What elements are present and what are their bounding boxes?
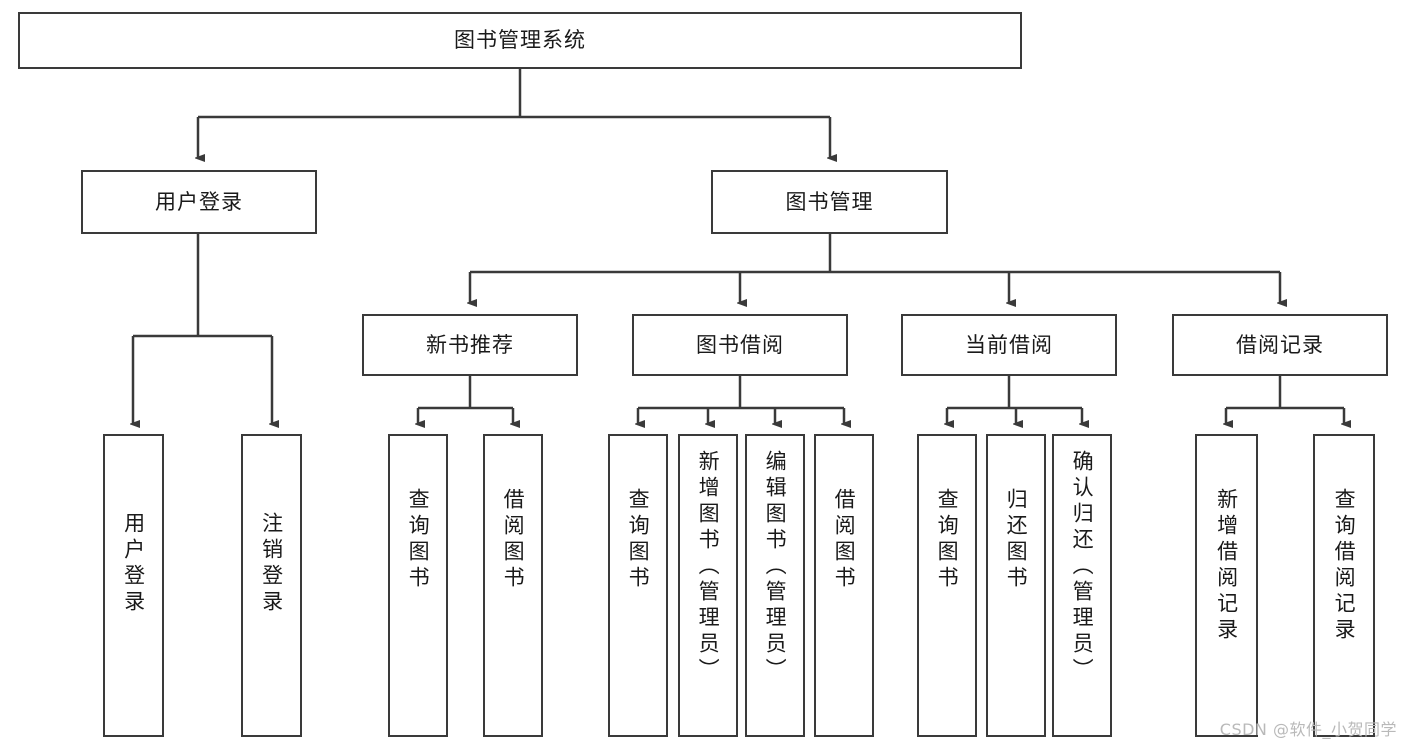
leaf-book-borrow-edit[interactable]: 编辑图书（管理员） [745,434,805,737]
node-label: 查询图书 [626,488,651,592]
leaf-user-login-logout[interactable]: 注销登录 [241,434,302,737]
node-label: 编辑图书（管理员） [763,450,788,684]
node-label: 确认归还（管理员） [1070,450,1095,684]
node-label: 图书借阅 [696,332,784,357]
node-root-system[interactable]: 图书管理系统 [18,12,1022,69]
node-label: 图书管理 [785,189,874,214]
node-label: 图书管理系统 [454,28,586,53]
node-label: 借阅图书 [501,488,526,592]
node-label: 归还图书 [1004,488,1029,592]
node-label: 查询图书 [935,488,960,592]
node-new-book-recommend[interactable]: 新书推荐 [362,314,578,376]
leaf-borrow-record-query[interactable]: 查询借阅记录 [1313,434,1375,737]
node-current-borrow[interactable]: 当前借阅 [901,314,1117,376]
csdn-watermark: CSDN @软件_小贺同学 [1219,720,1397,739]
node-user-login[interactable]: 用户登录 [81,170,317,234]
node-label: 借阅记录 [1236,332,1324,357]
leaf-new-book-query[interactable]: 查询图书 [388,434,448,737]
node-label: 新书推荐 [426,332,514,357]
leaf-new-book-borrow[interactable]: 借阅图书 [483,434,543,737]
leaf-current-borrow-return[interactable]: 归还图书 [986,434,1046,737]
leaf-current-borrow-confirm-return[interactable]: 确认归还（管理员） [1052,434,1112,737]
node-label: 注销登录 [259,512,284,616]
node-label: 借阅图书 [832,488,857,592]
leaf-book-borrow-query[interactable]: 查询图书 [608,434,668,737]
node-book-management[interactable]: 图书管理 [711,170,948,234]
leaf-current-borrow-query[interactable]: 查询图书 [917,434,977,737]
leaf-borrow-record-add[interactable]: 新增借阅记录 [1195,434,1258,737]
node-label: 用户登录 [121,512,146,616]
node-label: 当前借阅 [965,332,1053,357]
leaf-user-login-login[interactable]: 用户登录 [103,434,164,737]
node-label: 新增借阅记录 [1214,488,1239,644]
node-borrow-record[interactable]: 借阅记录 [1172,314,1388,376]
node-label: 查询图书 [406,488,431,592]
node-book-borrow[interactable]: 图书借阅 [632,314,848,376]
node-label: 新增图书（管理员） [696,450,721,684]
leaf-book-borrow-borrow[interactable]: 借阅图书 [814,434,874,737]
node-label: 查询借阅记录 [1332,488,1357,644]
node-label: 用户登录 [155,189,243,214]
leaf-book-borrow-add[interactable]: 新增图书（管理员） [678,434,738,737]
